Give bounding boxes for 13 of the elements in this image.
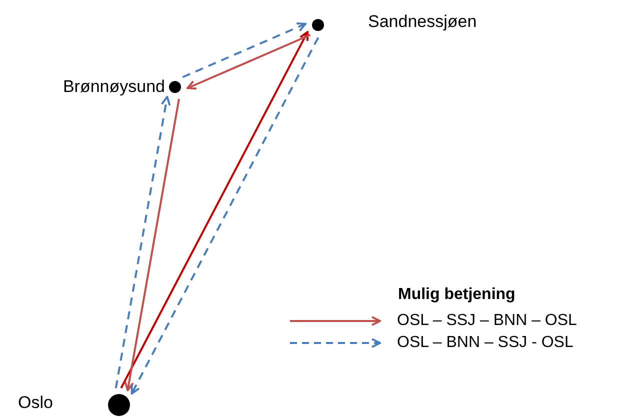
location-dot xyxy=(108,394,130,416)
place-name: Sandnessjøen xyxy=(368,13,477,30)
location-dot xyxy=(169,81,181,93)
place-name: Brønnøysund xyxy=(62,78,165,95)
legend-title: Mulig betjening xyxy=(398,286,516,304)
arrow xyxy=(182,22,307,78)
arrow xyxy=(186,34,311,90)
legend-text: OSL – BNN – SSJ - OSL xyxy=(397,334,574,352)
legend-text: OSL – SSJ – BNN – OSL xyxy=(397,312,577,330)
arrow xyxy=(124,98,180,392)
place-name: Oslo xyxy=(18,394,53,411)
arrow xyxy=(114,96,171,388)
location-dot xyxy=(312,19,324,31)
